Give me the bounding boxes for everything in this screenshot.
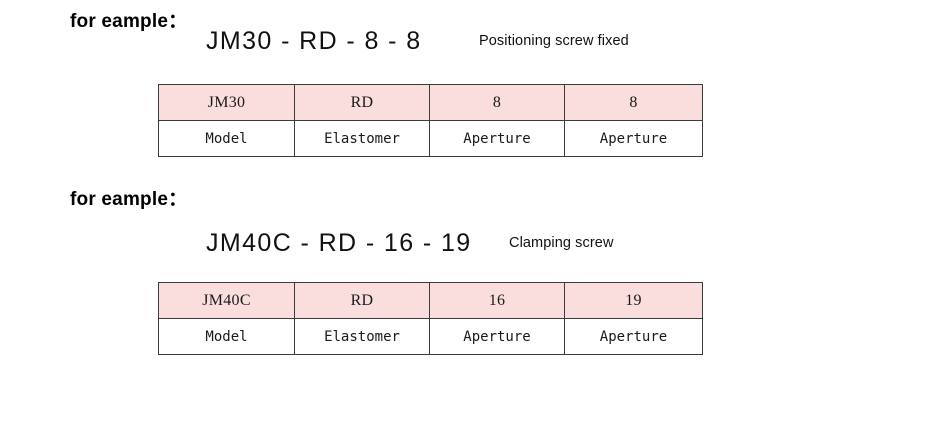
body-cell-aperture-2: Aperture [564,120,703,157]
table-row: JM30 RD 8 8 [158,84,703,121]
header-cell-model: JM30 [158,84,295,121]
header-cell-aperture-2: 19 [564,282,703,319]
table-row: Model Elastomer Aperture Aperture [158,318,703,355]
body-cell-elastomer: Elastomer [294,120,430,157]
example-label-1: for eample： [70,11,188,32]
body-cell-aperture-2: Aperture [564,318,703,355]
header-cell-aperture-1: 8 [429,84,565,121]
header-cell-aperture-1: 16 [429,282,565,319]
example-label-2: for eample： [70,189,188,210]
body-cell-aperture-1: Aperture [429,318,565,355]
spec-table-2: JM40C RD 16 19 Model Elastomer Aperture … [158,282,703,355]
header-cell-elastomer: RD [294,84,430,121]
body-cell-aperture-1: Aperture [429,120,565,157]
header-cell-aperture-2: 8 [564,84,703,121]
screw-note-2: Clamping screw [509,235,614,251]
table-row: Model Elastomer Aperture Aperture [158,120,703,157]
header-cell-elastomer: RD [294,282,430,319]
body-cell-elastomer: Elastomer [294,318,430,355]
model-code-2: JM40C - RD - 16 - 19 [206,229,472,257]
screw-note-1: Positioning screw fixed [479,33,629,49]
body-cell-model: Model [158,120,295,157]
body-cell-model: Model [158,318,295,355]
header-cell-model: JM40C [158,282,295,319]
table-row: JM40C RD 16 19 [158,282,703,319]
model-code-1: JM30 - RD - 8 - 8 [206,27,422,55]
spec-table-1: JM30 RD 8 8 Model Elastomer Aperture Ape… [158,84,703,157]
